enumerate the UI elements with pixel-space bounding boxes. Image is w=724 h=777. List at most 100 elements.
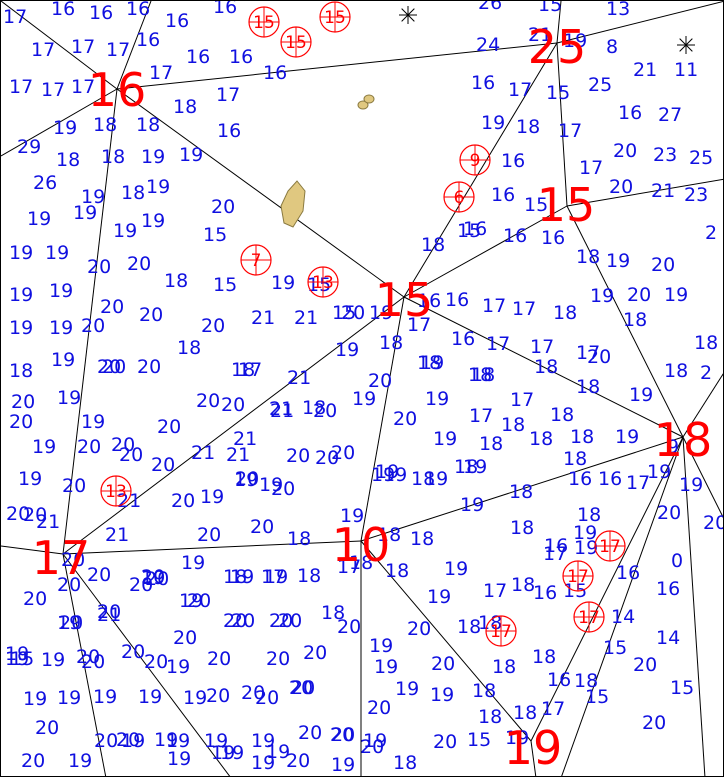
- circled-sounding-label: 6: [454, 188, 465, 208]
- sounding-value: 20: [291, 677, 315, 699]
- circled-sounding-icon: 7: [240, 244, 272, 276]
- sounding-value: 16: [656, 578, 680, 600]
- sounding-value: 19: [141, 210, 165, 232]
- sounding-value: 18: [479, 433, 503, 455]
- sounding-value: 18: [694, 332, 718, 354]
- triangulation-line: [556, 1, 723, 44]
- sounding-value: 18: [454, 456, 478, 478]
- node-label: 18: [654, 413, 713, 467]
- sounding-value: 18: [417, 352, 441, 374]
- sounding-value: 20: [367, 697, 391, 719]
- sounding-value: 20: [298, 722, 322, 744]
- sounding-value: 16: [51, 1, 75, 20]
- sounding-value: 18: [509, 481, 533, 503]
- sounding-value: 17: [541, 698, 565, 720]
- triangulation-line: [62, 553, 231, 776]
- sounding-value: 16: [451, 328, 475, 350]
- sounding-value: 20: [331, 724, 355, 746]
- sounding-value: 19: [49, 280, 73, 302]
- sounding-value: 19: [166, 656, 190, 678]
- sounding-value: 20: [137, 356, 161, 378]
- sounding-value: 18: [56, 149, 80, 171]
- sounding-value: 15: [546, 82, 570, 104]
- sounding-value: 20: [94, 730, 118, 752]
- sounding-value: 20: [116, 729, 140, 751]
- sounding-value: 26: [33, 172, 57, 194]
- sounding-value: 19: [113, 220, 137, 242]
- sounding-value: 18: [550, 404, 574, 426]
- sounding-value: 19: [23, 688, 47, 710]
- sounding-value: 16: [547, 669, 571, 691]
- sounding-value: 20: [587, 346, 611, 368]
- sounding-value: 21: [287, 367, 311, 389]
- triangulation-line: [360, 296, 405, 542]
- sounding-value: 16: [263, 62, 287, 84]
- triangulation-line: [360, 436, 684, 542]
- sounding-value: 19: [371, 464, 395, 486]
- sounding-value: 20: [609, 176, 633, 198]
- rock-star-icon: [677, 36, 695, 54]
- sounding-value: 15: [203, 224, 227, 246]
- sounding-value: 17: [512, 298, 536, 320]
- sounding-value: 18: [287, 528, 311, 550]
- node-label: 16: [88, 63, 147, 117]
- sounding-value: 15: [10, 648, 34, 670]
- sounding-value: 19: [179, 144, 203, 166]
- sounding-value: 20: [223, 610, 247, 632]
- triangulation-line: [566, 205, 684, 438]
- sounding-value: 19: [266, 741, 290, 763]
- sounding-value: 21: [97, 604, 121, 626]
- sounding-value: 21: [269, 398, 293, 420]
- sounding-value: 25: [588, 74, 612, 96]
- sounding-value: 18: [297, 565, 321, 587]
- sounding-value: 20: [121, 641, 145, 663]
- sounding-value: 19: [425, 388, 449, 410]
- circled-sounding-icon: 9: [459, 144, 491, 176]
- sounding-value: 20: [271, 478, 295, 500]
- triangulation-line: [1, 88, 118, 157]
- circled-sounding-icon: 17: [562, 560, 594, 592]
- sounding-value: 20: [211, 196, 235, 218]
- sounding-value: 17: [238, 359, 262, 381]
- circled-sounding-label: 13: [312, 273, 334, 293]
- sounding-value: 20: [286, 445, 310, 467]
- sounding-value: 20: [62, 475, 86, 497]
- sounding-value: 20: [77, 436, 101, 458]
- sounding-value: 16: [568, 468, 592, 490]
- sounding-value: 20: [100, 296, 124, 318]
- sounding-value: 21: [233, 428, 257, 450]
- sounding-value: 17: [576, 342, 600, 364]
- sounding-value: 18: [478, 612, 502, 634]
- sounding-value: 16: [618, 102, 642, 124]
- sounding-value: 20: [201, 315, 225, 337]
- triangulation-line: [62, 553, 107, 776]
- circled-sounding-label: 17: [490, 622, 512, 642]
- sounding-value: 20: [206, 685, 230, 707]
- sounding-value: 20: [144, 651, 168, 673]
- sounding-value: 19: [211, 742, 235, 764]
- sounding-value: 19: [505, 727, 529, 749]
- sounding-value: 18: [529, 428, 553, 450]
- sounding-value: 19: [369, 302, 393, 324]
- sounding-value: 19: [200, 486, 224, 508]
- sounding-value: 16: [217, 120, 241, 142]
- sounding-value: 18: [574, 670, 598, 692]
- sounding-value: 19: [5, 643, 29, 665]
- sounding-value: 19: [45, 242, 69, 264]
- sounding-value: 16: [136, 29, 160, 51]
- sounding-value: 20: [207, 648, 231, 670]
- sounding-value: 16: [445, 289, 469, 311]
- sounding-value: 18: [472, 680, 496, 702]
- sounding-value: 17: [149, 62, 173, 84]
- sounding-value: 20: [151, 454, 175, 476]
- sounding-value: 20: [250, 516, 274, 538]
- sounding-value: 19: [9, 317, 33, 339]
- sounding-value: 17: [486, 333, 510, 355]
- sounding-value: 20: [286, 750, 310, 772]
- sounding-value: 20: [127, 253, 151, 275]
- sounding-value: 18: [223, 566, 247, 588]
- circled-sounding-label: 9: [470, 151, 481, 171]
- sounding-value: 16: [541, 227, 565, 249]
